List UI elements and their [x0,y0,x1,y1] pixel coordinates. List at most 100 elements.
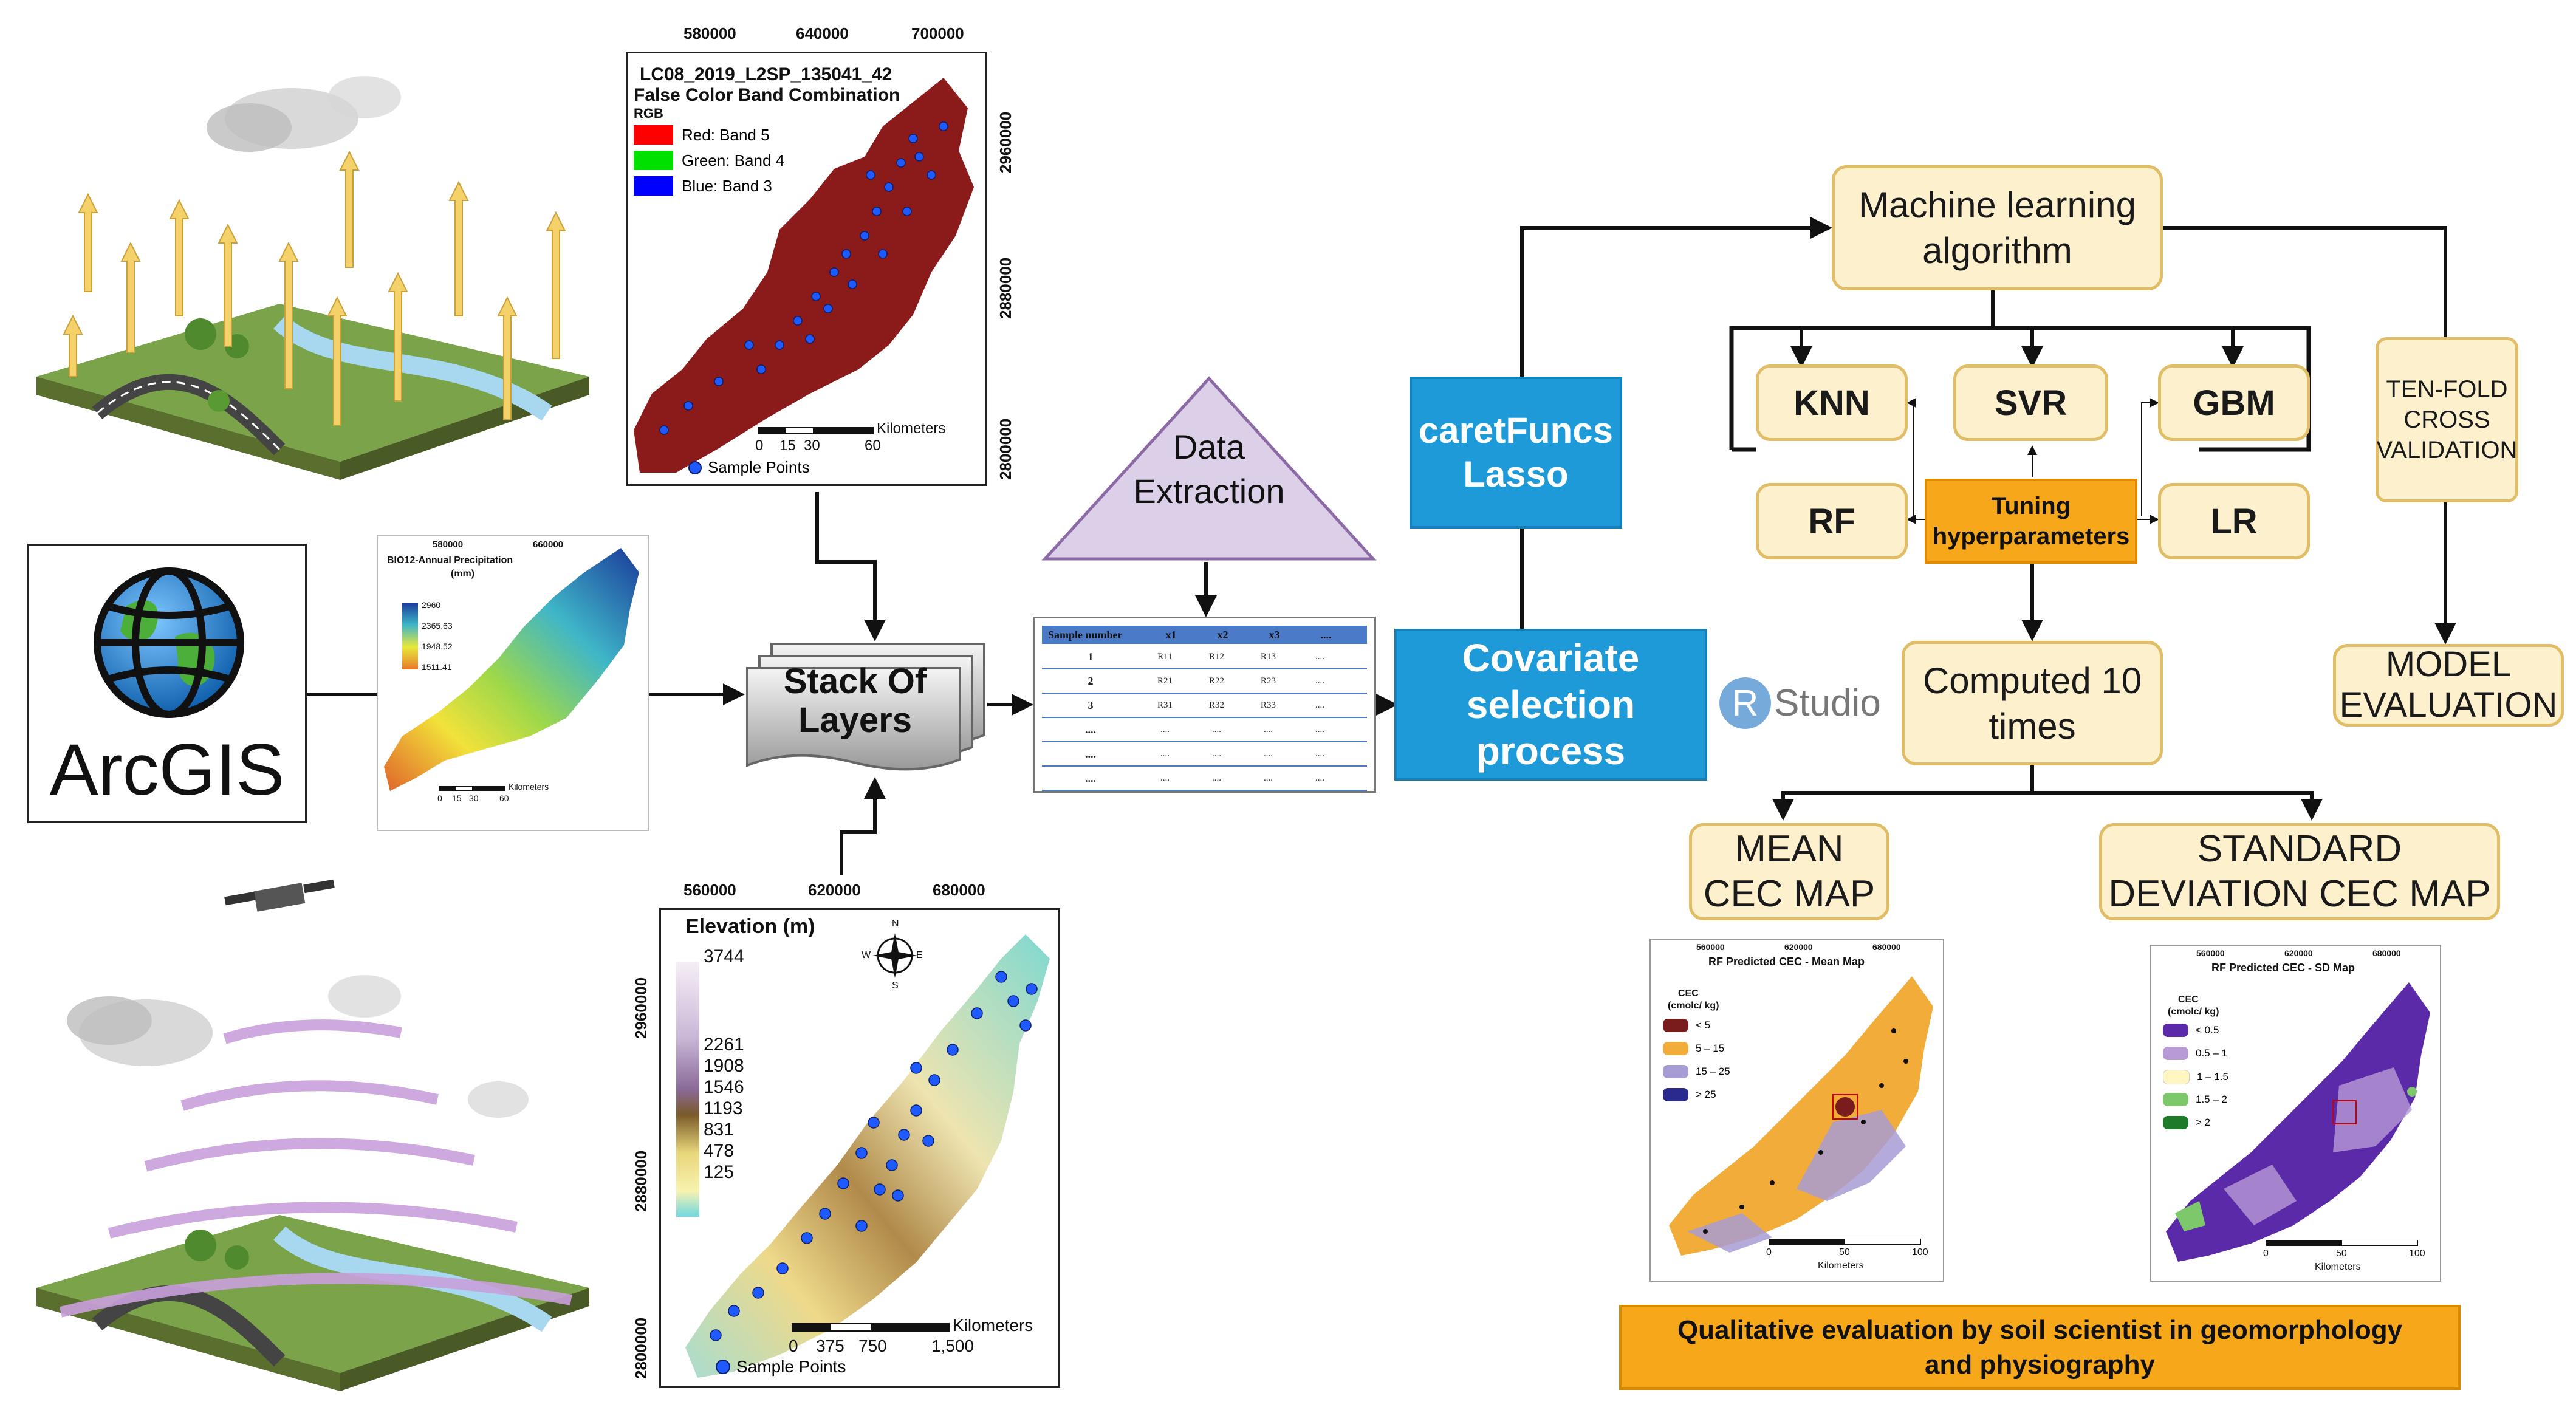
precip-legend-value: 1511.41 [422,662,452,672]
arcgis-label: ArcGIS [49,729,285,810]
elevation-legend-value: 1546 [704,1077,744,1097]
stack-label: Stack Of Layers [783,662,927,740]
stack-of-layers-shape [746,643,985,771]
table-header-cell: x2 [1217,628,1228,641]
data-extraction-label: Data Extraction [1133,428,1285,510]
cec-sd-map: 560000 620000 680000 RF Predicted CEC - … [2150,945,2441,1282]
landsat-scale-tick: 15 [779,437,796,454]
cec-sd-scale-unit: Kilometers [2315,1262,2361,1272]
cec-mean-map: 560000 620000 680000 RF Predicted CEC - … [1649,939,1944,1282]
cec-mean-legend-item: < 5 [1663,1019,1710,1032]
landsat-map-shape [634,78,974,473]
covariate-selection-box: Covariate selection process [1394,629,1707,781]
globe-icon [94,567,244,718]
precip-unit: (mm) [451,569,475,579]
precip-scale-tick: 0 [437,793,442,803]
landsat-top-coord: 700000 [911,24,964,43]
elevation-legend-value: 125 [704,1162,735,1182]
cec-mean-legend-item: 5 – 15 [1663,1042,1724,1055]
cec-sd-top-coord: 680000 [2372,948,2401,958]
elevation-top-coord: 560000 [683,881,736,899]
elevation-scale-tick: 375 [816,1336,844,1355]
landsat-legend-red: Red: Band 5 [634,125,770,145]
cec-sd-legend-item: > 2 [2163,1116,2210,1129]
elevation-sample-points: Sample Points [716,1357,846,1377]
connector-tuning-knn [1906,398,1916,516]
precip-scale-tick: 60 [499,793,509,803]
data-extraction-triangle [1041,376,1377,561]
elevation-map-shape [676,934,1050,1378]
landsat-title: LC08_2019_L2SP_135041_42 [640,64,892,84]
connector-model-bracket [1729,326,2311,452]
landsat-scale-tick: 0 [755,437,764,454]
elevation-legend-value: 1193 [704,1098,743,1118]
connector-tuning-gbm [2141,398,2159,516]
landsat-scale-tick: 60 [865,437,881,454]
precip-top-coord: 580000 [433,539,464,550]
lr-box: LR [2158,483,2310,559]
elevation-legend-value: 1908 [704,1056,744,1076]
cec-sd-top-coord: 620000 [2284,948,2313,958]
elevation-top-coord: 620000 [808,881,861,899]
landsat-sample-points: Sample Points [688,458,810,477]
cec-sd-legend-title: CEC [2178,994,2199,1005]
cec-sd-top-coord: 560000 [2196,948,2225,958]
cec-sd-legend-item: 0.5 – 1 [2163,1047,2227,1060]
elevation-side-coord: 2960000 [632,977,650,1039]
cec-sd-scalebar [2266,1240,2418,1246]
precip-title: BIO12-Annual Precipitation [387,555,513,566]
mean-cec-map-box: MEAN CEC MAP [1689,823,1889,920]
connector-computed-sd [2032,791,2323,821]
precip-scale-tick: 30 [469,793,479,803]
compass-s: S [892,980,899,991]
gbm-box: GBM [2158,364,2310,441]
landsat-subtitle: False Color Band Combination [634,85,900,105]
elevation-title: Elevation (m) [685,915,815,938]
cec-sd-scale-tick: 50 [2336,1248,2347,1259]
cec-sd-scale-tick: 100 [2409,1248,2425,1259]
elevation-map: Elevation (m) 3744 2261 1908 1546 1193 8… [659,908,1060,1388]
landsat-scale-unit: Kilometers [877,420,946,437]
cec-mean-scale-unit: Kilometers [1818,1261,1864,1271]
cec-mean-scale-tick: 50 [1839,1247,1850,1257]
cec-mean-top-coord: 560000 [1696,942,1725,952]
precip-scale-tick: 15 [452,793,462,803]
elevation-top-coord: 680000 [933,881,985,899]
table-header-cell: x3 [1269,628,1280,641]
landsat-legend-blue: Blue: Band 3 [634,176,772,196]
landsat-side-coord: 2880000 [996,257,1015,319]
cec-mean-map-shape [1669,976,1933,1256]
elevation-side-coord: 2880000 [632,1150,650,1212]
landsat-scalebar [758,427,874,434]
cec-sd-title: RF Predicted CEC - SD Map [2211,962,2355,974]
tuning-hyperparameters-box: Tuning hyperparameters [1925,479,2137,564]
table-header-cell: x1 [1165,628,1177,641]
thermal-scene-illustration [36,76,589,480]
connector-computed-maps [1772,764,2034,821]
connector-landsat-stack [815,492,886,641]
landsat-rgb-label: RGB [634,106,663,121]
table-header-cell: Sample number [1048,628,1123,641]
landsat-side-coord: 2800000 [996,418,1015,480]
cec-sd-legend-item: 1.5 – 2 [2163,1093,2227,1106]
elevation-scale-tick: 1,500 [931,1336,975,1355]
table-row: .................... [1042,718,1367,742]
machine-learning-box: Machine learning algorithm [1832,165,2163,290]
table-row: .................... [1042,767,1367,791]
precip-map-shape [384,548,639,791]
cec-mean-scale-tick: 0 [1766,1247,1772,1257]
satellite-icon [224,879,335,912]
cec-mean-title: RF Predicted CEC - Mean Map [1708,956,1865,968]
elevation-scalebar [792,1323,950,1332]
arcgis-logo-box: ArcGIS [27,544,307,823]
landsat-scale-tick: 30 [804,437,820,454]
compass-w: W [862,950,871,960]
cec-sd-map-shape [2166,982,2430,1262]
cec-mean-scalebar [1769,1239,1921,1245]
rstudio-label: Studio [1774,682,1881,724]
cec-sd-legend-item: < 0.5 [2163,1024,2219,1037]
